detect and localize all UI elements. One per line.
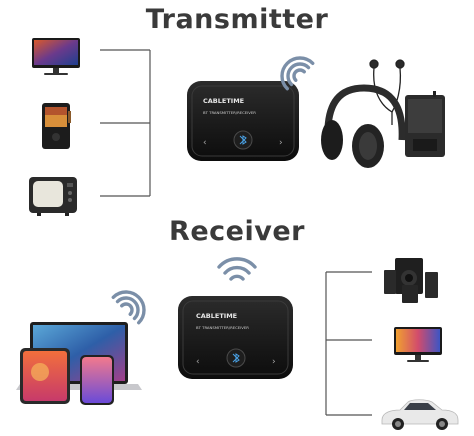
earbuds-icon — [369, 59, 405, 125]
crt-tv-icon — [29, 177, 77, 216]
next-arrow-icon: › — [279, 138, 283, 148]
transmitter-heading: Transmitter — [145, 4, 329, 35]
speaker-box-icon — [405, 91, 445, 157]
bluetooth-icon — [232, 353, 240, 363]
bluetooth-icon — [239, 135, 247, 145]
wifi-signal-icon — [111, 290, 146, 325]
car-icon — [381, 399, 459, 430]
wifi-signal-icon — [217, 257, 257, 281]
next-arrow-icon: › — [272, 357, 276, 367]
monitor-icon — [32, 38, 80, 75]
transmitter-brand: CABLETIME — [203, 97, 244, 105]
transmitter-mode: BT TRANSMITTER/RECEIVER — [203, 110, 256, 115]
monitor-icon — [394, 327, 442, 362]
prev-arrow-icon: ‹ — [196, 357, 200, 367]
headphones-icon — [321, 84, 406, 168]
receiver-connector — [325, 271, 372, 416]
music-player-icon — [42, 103, 71, 149]
transmitter-connector — [100, 49, 151, 197]
speaker-icon — [384, 258, 438, 303]
receiver-device: CABLETIME BT TRANSMITTER/RECEIVER ‹ › — [178, 296, 293, 379]
receiver-heading: Receiver — [169, 216, 305, 247]
receiver-brand: CABLETIME — [196, 312, 237, 320]
tablet-icon — [20, 348, 70, 404]
prev-arrow-icon: ‹ — [203, 138, 207, 148]
transmitter-device: CABLETIME BT TRANSMITTER/RECEIVER ‹ › — [187, 81, 299, 161]
receiver-mode: BT TRANSMITTER/RECEIVER — [196, 325, 249, 330]
wifi-signal-icon — [280, 56, 315, 91]
phone-icon — [80, 355, 114, 405]
